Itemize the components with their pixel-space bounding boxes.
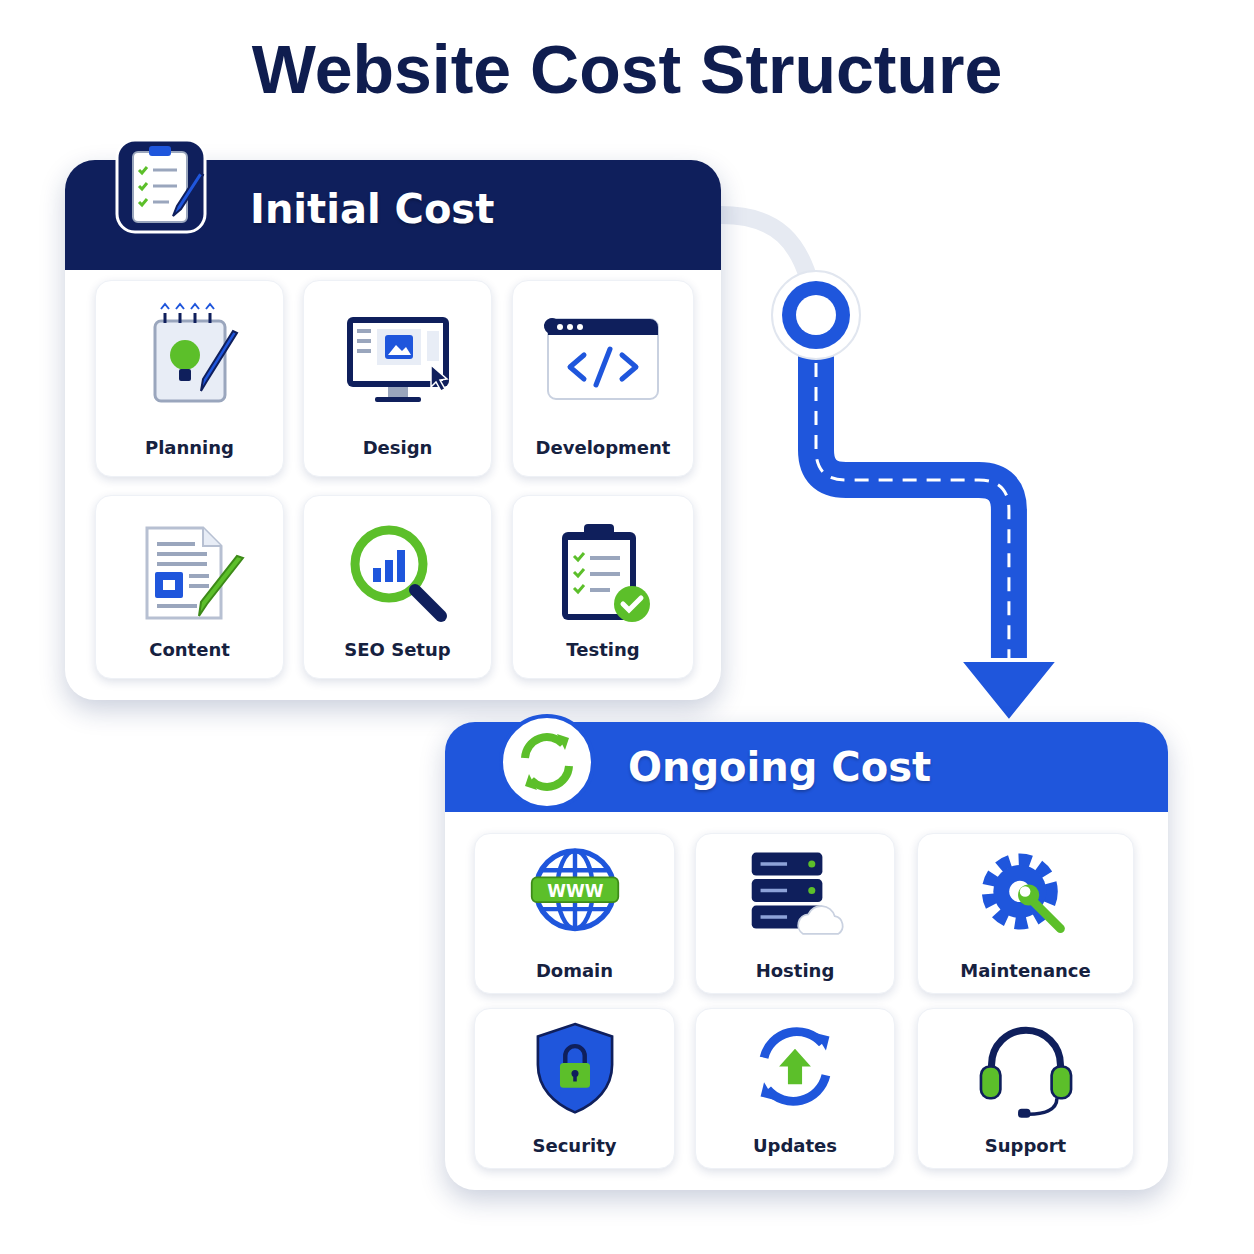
cost-panel: Ongoing CostDomain WWW Hosting MaintenanceS… <box>445 722 1168 1190</box>
item-label: Testing <box>513 639 693 660</box>
item-label: Updates <box>696 1135 894 1156</box>
item-icon <box>968 1017 1084 1123</box>
item-label: Maintenance <box>918 960 1133 981</box>
item-icon <box>968 842 1084 948</box>
item-icon <box>333 299 463 419</box>
cost-item-tile: Planning <box>95 280 284 477</box>
item-icon <box>538 514 668 634</box>
cost-item-tile: Updates <box>695 1008 895 1169</box>
clipboard-icon <box>113 136 209 236</box>
cost-item-tile: Hosting <box>695 833 895 994</box>
cost-panel: Initial CostPlanning Design DevelopmentCon… <box>65 160 721 700</box>
flow-road-arrow <box>721 215 1059 722</box>
item-label: Security <box>475 1135 674 1156</box>
globe-band-text: WWW <box>547 881 603 901</box>
item-icon <box>125 299 255 419</box>
item-icon <box>538 299 668 419</box>
item-icon <box>737 842 853 948</box>
refresh-icon <box>497 712 597 812</box>
cost-item-tile: Design <box>303 280 492 477</box>
item-icon <box>333 514 463 634</box>
panel-heading: Ongoing Cost <box>628 744 931 790</box>
item-label: Planning <box>96 437 283 458</box>
item-label: Design <box>304 437 491 458</box>
item-label: Hosting <box>696 960 894 981</box>
panel-heading: Initial Cost <box>250 186 494 232</box>
item-icon <box>737 1017 853 1123</box>
diagram-title: Website Cost Structure <box>0 30 1254 108</box>
item-label: SEO Setup <box>304 639 491 660</box>
item-label: Development <box>513 437 693 458</box>
item-icon <box>125 514 255 634</box>
item-icon <box>517 1017 633 1123</box>
item-label: Content <box>96 639 283 660</box>
item-label: Support <box>918 1135 1133 1156</box>
cost-item-tile: Testing <box>512 495 694 679</box>
cost-item-tile: Support <box>917 1008 1134 1169</box>
cost-item-tile: Security <box>474 1008 675 1169</box>
cost-item-tile: Development <box>512 280 694 477</box>
cost-item-tile: Domain WWW <box>474 833 675 994</box>
cost-item-tile: SEO Setup <box>303 495 492 679</box>
cost-item-tile: Content <box>95 495 284 679</box>
item-label: Domain <box>475 960 674 981</box>
cost-item-tile: Maintenance <box>917 833 1134 994</box>
